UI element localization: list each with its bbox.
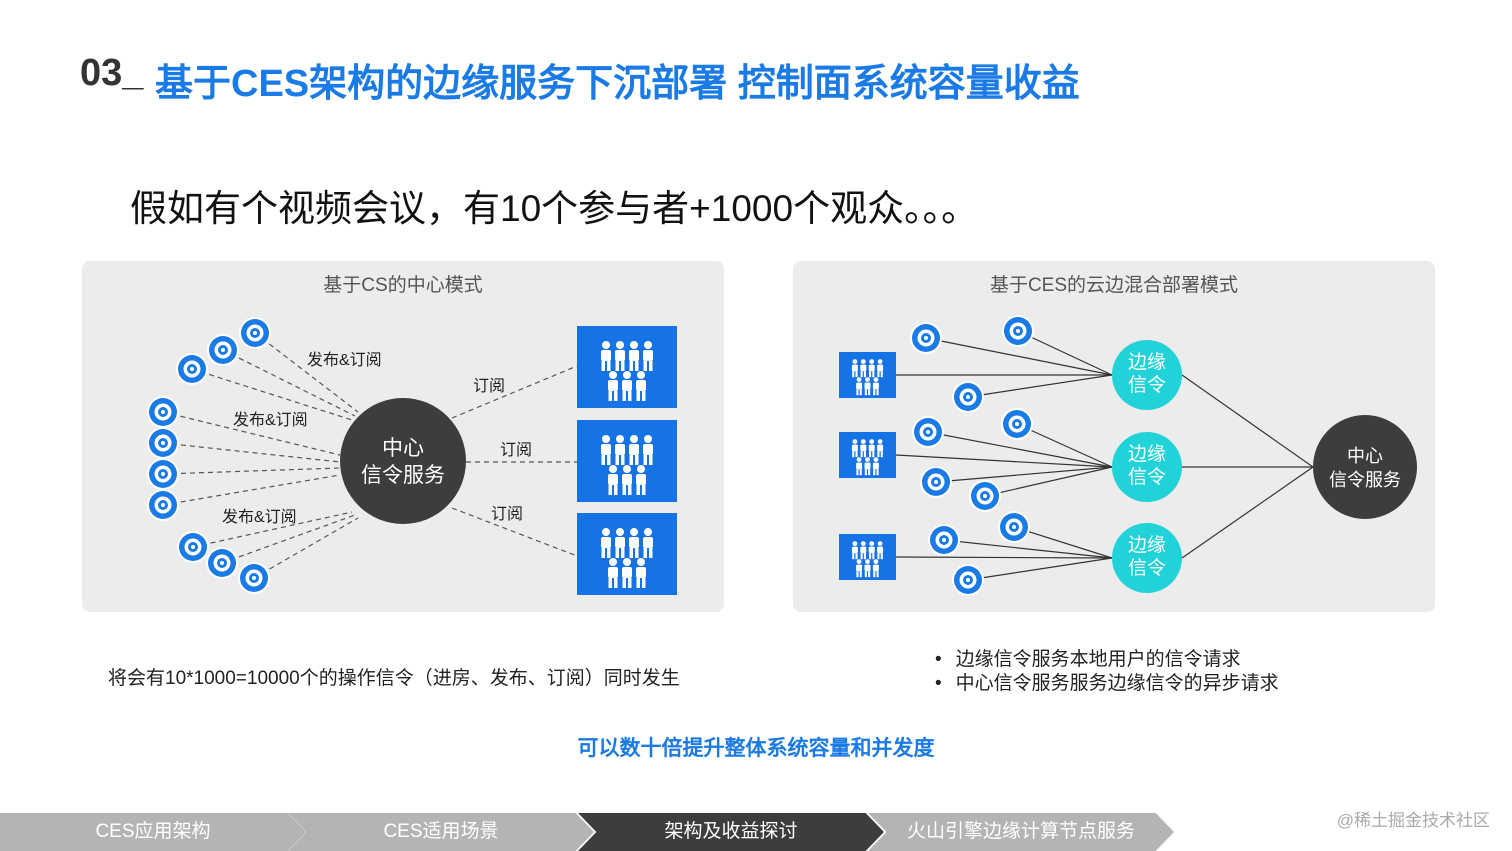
ces-mode-title: 基于CES的云边混合部署模式: [989, 275, 1239, 296]
pub-sub-label-middle: 发布&订阅: [233, 411, 308, 429]
nav-item-ces-architecture[interactable]: CES应用架构: [0, 813, 306, 851]
watermark: @稀土掘金技术社区: [1336, 811, 1490, 830]
central-node-label-line2: 信令服务: [361, 464, 445, 487]
conclusion-text: 可以数十倍提升整体系统容量和并发度: [577, 737, 935, 760]
subscribe-label-bottom: 订阅: [491, 505, 523, 523]
edge-node-3-label-line1: 边缘: [1128, 534, 1166, 556]
local-audience-icon: [839, 352, 896, 580]
pub-sub-label-bottom: 发布&订阅: [222, 508, 297, 526]
nav-item-ces-scenarios[interactable]: CES适用场景: [288, 813, 594, 851]
edge-signaling-node-1: 边缘 信令: [1112, 340, 1182, 410]
subscribe-label-top: 订阅: [473, 377, 505, 395]
edge-participant-webcam-icon: [910, 315, 1034, 596]
nav-item-architecture-benefits[interactable]: 架构及收益探讨: [578, 813, 884, 851]
participant-webcam-icon: [147, 317, 271, 594]
section-number: 03_: [80, 52, 144, 94]
nav-item-edge-computing-service[interactable]: 火山引擎边缘计算节点服务: [868, 813, 1174, 851]
page-title: 基于CES架构的边缘服务下沉部署 控制面系统容量收益: [155, 63, 1080, 105]
cs-mode-note: 将会有10*1000=10000个的操作信令（进房、发布、订阅）同时发生: [108, 668, 680, 689]
edge-signaling-node-2: 边缘 信令: [1112, 432, 1182, 502]
edge-node-1-label-line1: 边缘: [1128, 351, 1166, 373]
audience-group-icon: [577, 326, 677, 595]
section-nav: CES应用架构 CES适用场景 架构及收益探讨 火山引擎边缘计算节点服务: [0, 813, 1200, 851]
subscribe-label-middle: 订阅: [500, 441, 532, 459]
edge-node-1-label-line2: 信令: [1128, 374, 1166, 396]
ces-benefit-item: 边缘信令服务本地用户的信令请求: [935, 648, 1279, 672]
edge-node-2-label-line2: 信令: [1128, 466, 1166, 488]
cloud-central-label-line1: 中心: [1347, 446, 1383, 466]
scenario-headline: 假如有个视频会议，有10个参与者+1000个观众。。。: [130, 188, 979, 229]
pub-sub-label-top: 发布&订阅: [307, 351, 382, 369]
edge-node-3-label-line2: 信令: [1128, 557, 1166, 579]
cs-mode-title: 基于CS的中心模式: [323, 275, 483, 296]
edge-signaling-node-3: 边缘 信令: [1112, 523, 1182, 593]
central-node-label-line1: 中心: [382, 437, 424, 460]
central-signaling-node: 中心 信令服务: [340, 398, 466, 524]
cloud-central-label-line2: 信令服务: [1329, 470, 1401, 490]
ces-benefit-item: 中心信令服务服务边缘信令的异步请求: [935, 672, 1279, 696]
cloud-central-signaling-node: 中心 信令服务: [1313, 415, 1417, 519]
ces-benefit-list: 边缘信令服务本地用户的信令请求 中心信令服务服务边缘信令的异步请求: [935, 648, 1279, 696]
edge-node-2-label-line1: 边缘: [1128, 443, 1166, 465]
